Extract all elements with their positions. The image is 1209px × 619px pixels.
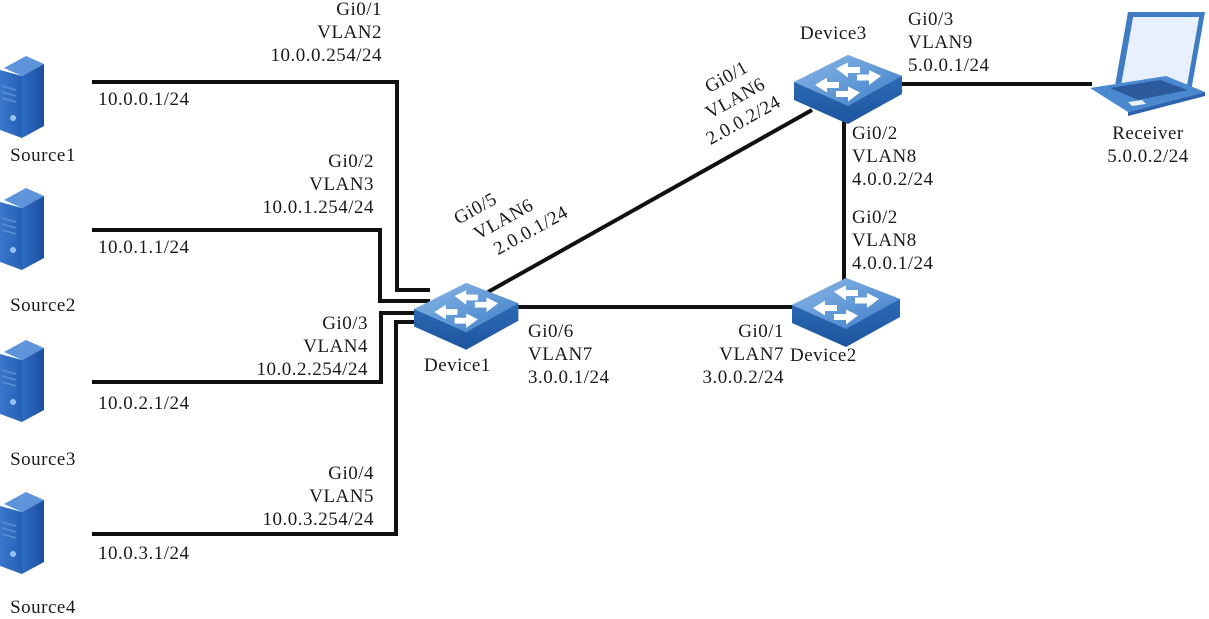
source4-label: Source4 [10, 597, 76, 618]
receiver-laptop-icon[interactable] [1090, 12, 1205, 116]
d1-gi02-label: Gi0/2 VLAN3 10.0.1.254/24 [192, 150, 374, 219]
d1-gi04-label: Gi0/4 VLAN5 10.0.3.254/24 [192, 462, 374, 531]
port: Gi0/1 [336, 0, 382, 20]
vlan: VLAN2 [317, 22, 382, 43]
device1-label: Device1 [424, 355, 491, 376]
vlan: VLAN7 [528, 344, 593, 365]
ip: 4.0.0.1/24 [852, 253, 934, 274]
port: Gi0/6 [528, 321, 574, 342]
port: Gi0/2 [328, 151, 374, 172]
d2-gi01-label: Gi0/1 VLAN7 3.0.0.2/24 [600, 320, 784, 389]
d1-gi06-label: Gi0/6 VLAN7 3.0.0.1/24 [528, 320, 610, 389]
source1-label: Source1 [10, 145, 76, 166]
link-source4-device1 [92, 320, 430, 536]
receiver-label: Receiver 5.0.0.2/24 [1086, 122, 1209, 168]
port: Gi0/3 [322, 313, 368, 334]
vlan: VLAN7 [719, 344, 784, 365]
link-source2-device1 [92, 228, 430, 303]
device2-switch-icon[interactable] [792, 278, 900, 347]
source3-icon[interactable] [0, 339, 45, 423]
ip: 3.0.0.2/24 [702, 367, 784, 388]
source3-ip: 10.0.2.1/24 [98, 393, 190, 414]
port: Gi0/2 [852, 207, 898, 228]
device3-switch-icon[interactable] [794, 55, 902, 124]
source3-label: Source3 [10, 449, 76, 470]
ip: 3.0.0.1/24 [528, 367, 610, 388]
ip: 10.0.0.254/24 [270, 45, 382, 66]
ip: 4.0.0.2/24 [852, 169, 934, 190]
links [92, 80, 1092, 536]
ip: 5.0.0.1/24 [908, 55, 990, 76]
vlan: VLAN5 [309, 486, 374, 507]
vlan: VLAN8 [852, 230, 917, 251]
source4-icon[interactable] [0, 491, 45, 575]
link-device1-device3 [487, 108, 813, 294]
link-source3-device1 [92, 311, 430, 384]
vlan: VLAN8 [852, 146, 917, 167]
receiver-name: Receiver [1112, 123, 1184, 144]
source4-ip: 10.0.3.1/24 [98, 543, 190, 564]
port: Gi0/4 [328, 463, 374, 484]
source2-icon[interactable] [0, 187, 45, 271]
port: Gi0/2 [852, 123, 898, 144]
link-source1-device1 [92, 80, 430, 292]
device2-label: Device2 [790, 345, 857, 366]
ip: 10.0.1.254/24 [262, 197, 374, 218]
source1-icon[interactable] [0, 55, 45, 139]
port: Gi0/1 [738, 321, 784, 342]
vlan: VLAN4 [303, 336, 368, 357]
d1-gi03-label: Gi0/3 VLAN4 10.0.2.254/24 [186, 312, 368, 381]
device1-switch-icon[interactable] [414, 283, 519, 350]
port: Gi0/3 [908, 9, 954, 30]
vlan: VLAN3 [309, 174, 374, 195]
d3-gi03-label: Gi0/3 VLAN9 5.0.0.1/24 [908, 8, 990, 77]
d2-gi02-label: Gi0/2 VLAN8 4.0.0.1/24 [852, 206, 934, 275]
ip: 10.0.3.254/24 [262, 509, 374, 530]
ip: 10.0.2.254/24 [256, 359, 368, 380]
receiver-ip: 5.0.0.2/24 [1107, 146, 1189, 167]
d3-gi02-label: Gi0/2 VLAN8 4.0.0.2/24 [852, 122, 934, 191]
vlan: VLAN9 [908, 32, 973, 53]
source2-label: Source2 [10, 295, 76, 316]
source2-ip: 10.0.1.1/24 [98, 237, 190, 258]
d1-gi01-label: Gi0/1 VLAN2 10.0.0.254/24 [200, 0, 382, 67]
device3-label: Device3 [800, 23, 867, 44]
source1-ip: 10.0.0.1/24 [98, 89, 190, 110]
